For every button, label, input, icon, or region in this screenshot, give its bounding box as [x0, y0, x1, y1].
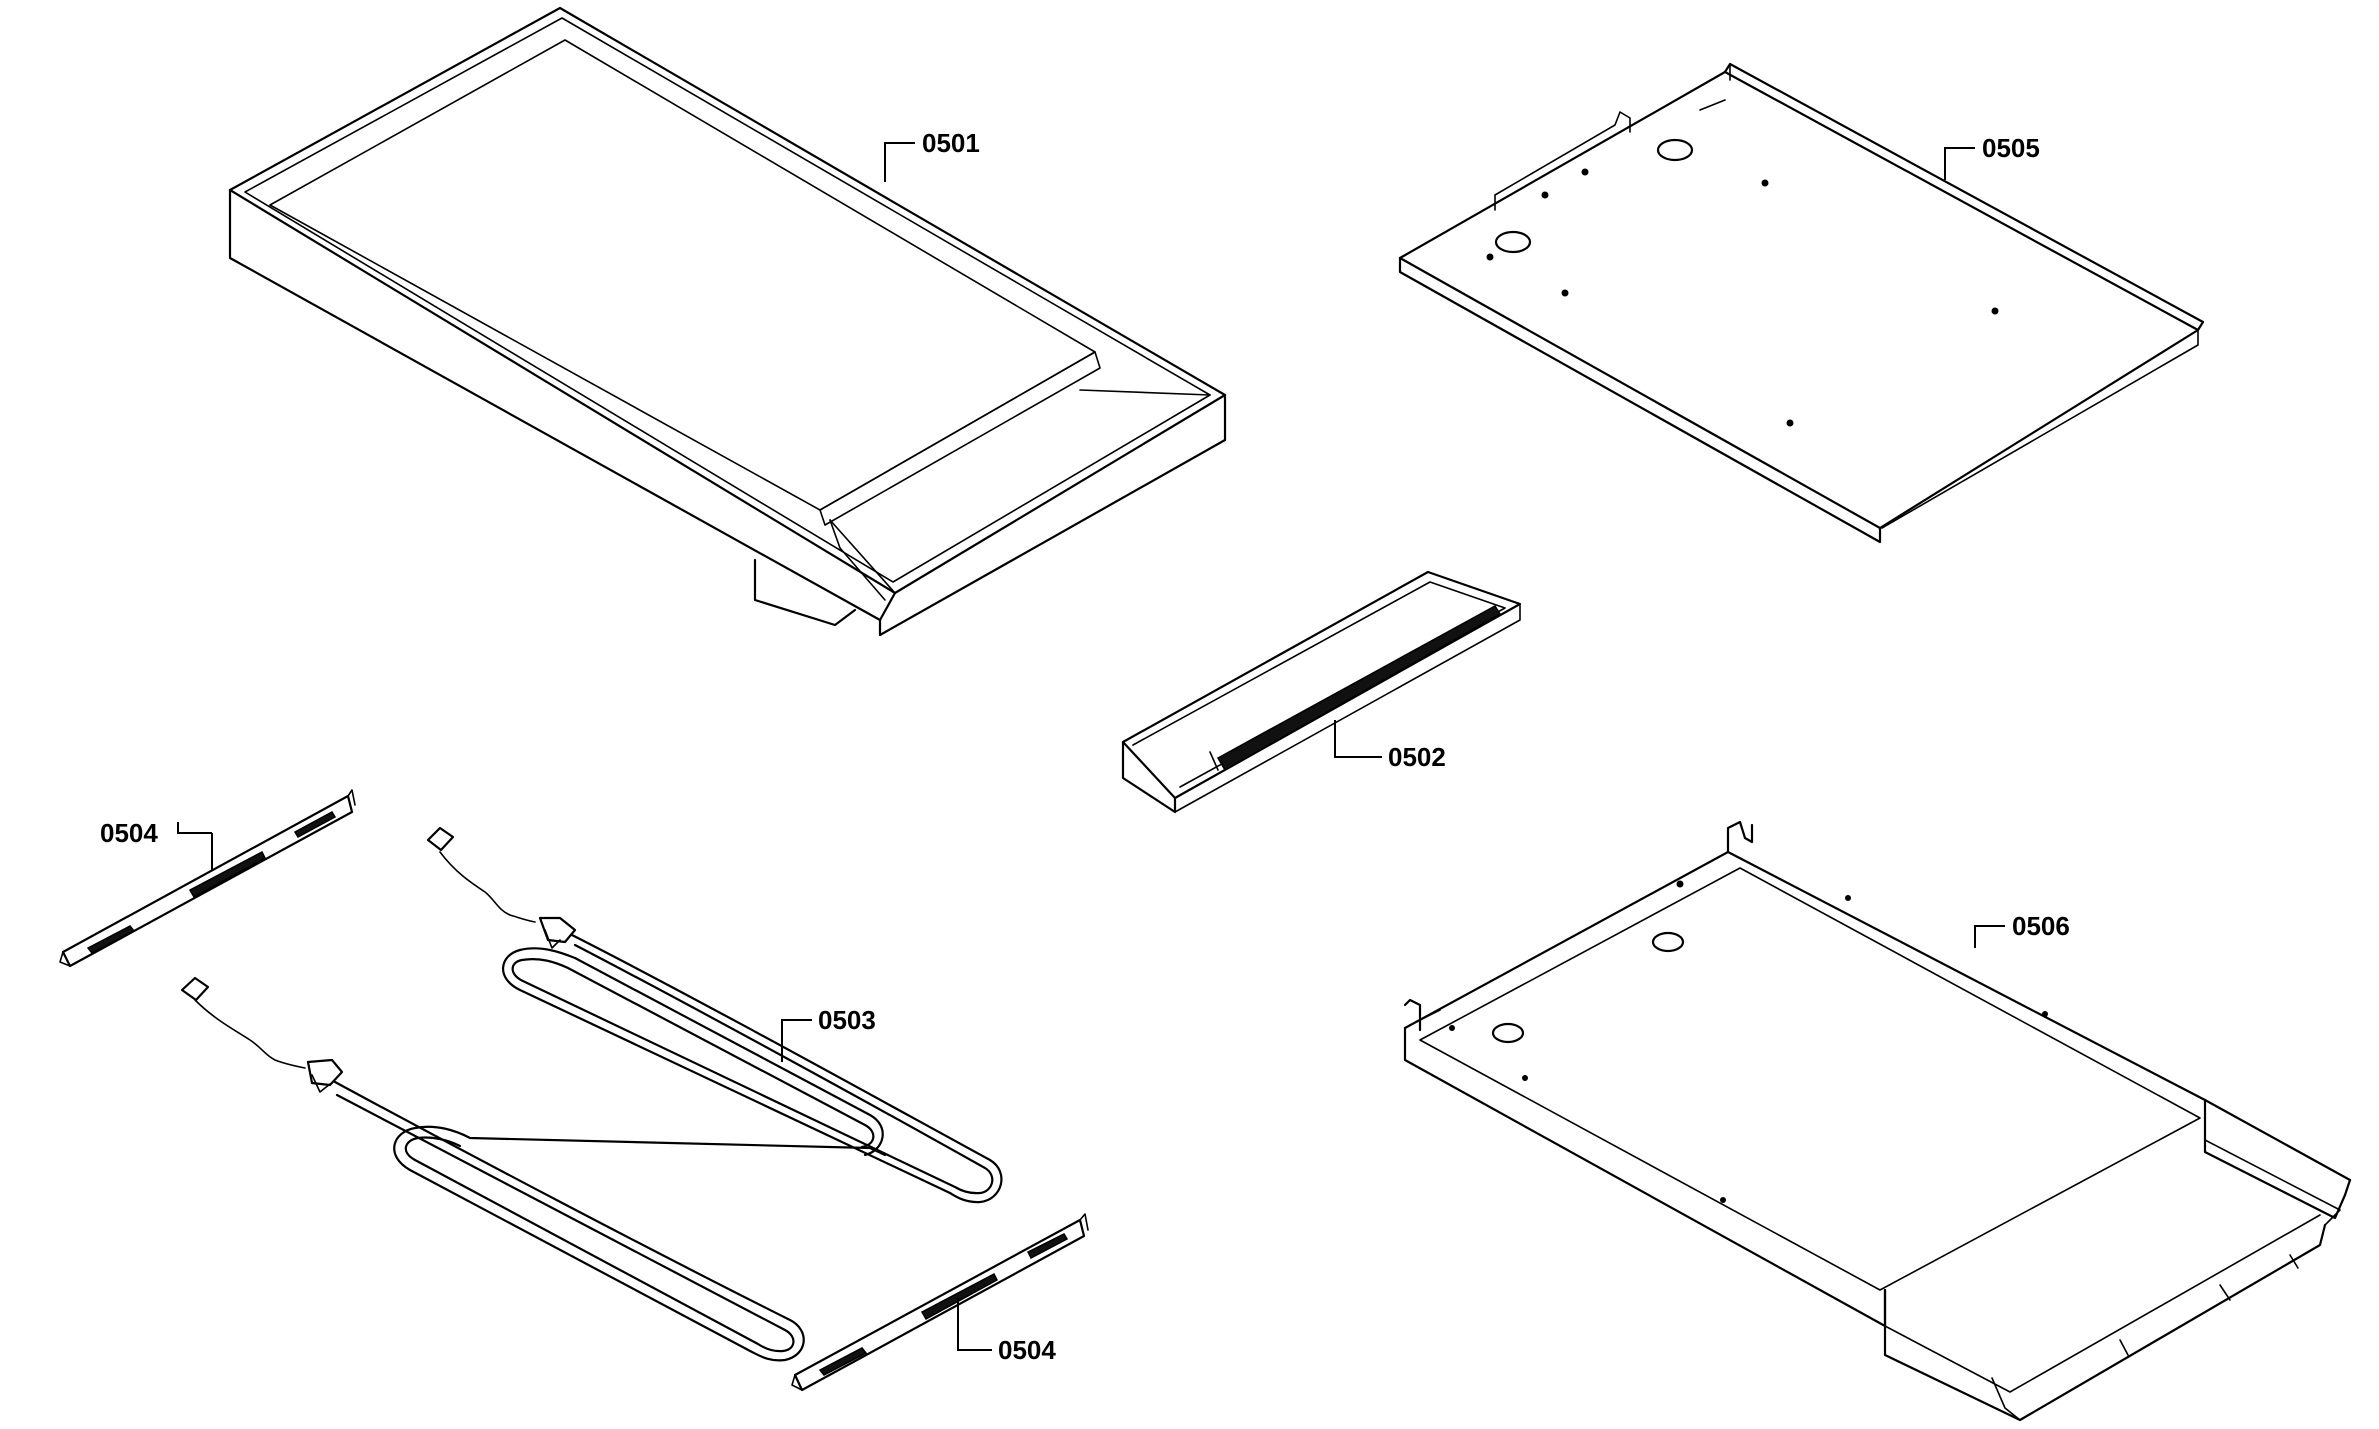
callout-0505: 0505 [1944, 133, 2040, 180]
callout-label-0504-bottom: 0504 [998, 1335, 1056, 1365]
callout-label-0505: 0505 [1982, 133, 2040, 163]
callout-0501: 0501 [884, 128, 980, 182]
part-0501-griddle-tray [228, 6, 1227, 637]
part-0504-bracket-top [59, 789, 356, 968]
callout-label-0504-top: 0504 [100, 818, 158, 848]
callout-label-0502: 0502 [1388, 742, 1446, 772]
part-0506-chassis-pan [1403, 820, 2352, 1422]
callout-0503: 0503 [781, 1005, 876, 1062]
callout-0504-top: 0504 [100, 818, 213, 870]
part-0504-bracket-bottom [791, 1213, 1089, 1392]
callout-label-0506: 0506 [2012, 911, 2070, 941]
callout-0506: 0506 [1974, 911, 2070, 948]
part-0502-grease-trough [1121, 570, 1522, 814]
callout-label-0501: 0501 [922, 128, 980, 158]
callout-0504-bottom: 0504 [957, 1298, 1056, 1365]
callout-label-0503: 0503 [818, 1005, 876, 1035]
part-0505-flat-plate [1398, 62, 2205, 544]
callout-0502: 0502 [1334, 720, 1446, 772]
part-0503-heating-elements [180, 826, 1003, 1362]
